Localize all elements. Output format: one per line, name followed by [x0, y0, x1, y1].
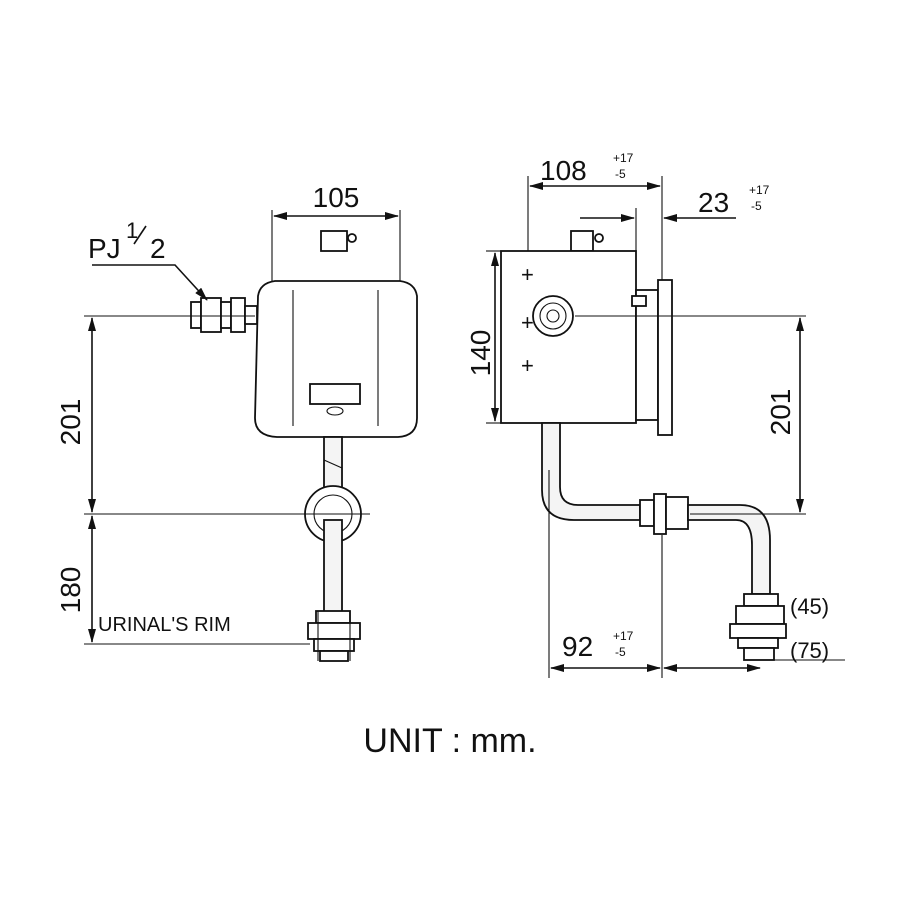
front-inlet-fitting [190, 297, 258, 333]
front-outlet-pipe-lower [323, 519, 343, 613]
side-depth-tol-plus: +17 [613, 151, 634, 165]
side-rear-pipe [687, 504, 771, 595]
front-spud-nut [315, 610, 351, 624]
side-flange-tol-minus: -5 [751, 199, 762, 213]
side-wall-fitting [639, 499, 655, 527]
side-flange-dimension: 23 +17 -5 [580, 183, 770, 252]
front-sensor-window [309, 383, 361, 405]
side-inlet-port [532, 295, 574, 337]
front-view: 105 PJ 1 2 [55, 182, 418, 662]
side-housing [500, 250, 637, 424]
side-height-label: 201 [765, 389, 796, 436]
svg-text:+: + [521, 262, 534, 287]
rim-height-label: 180 [55, 567, 86, 614]
inlet-label-frac-num: 1 [126, 218, 138, 243]
front-width-dimension: 105 [271, 182, 401, 282]
front-housing [254, 280, 418, 438]
side-outlet-pipe [541, 422, 641, 521]
side-view: 108 +17 -5 23 +17 -5 + + + [465, 151, 845, 678]
inlet-leader-line [92, 264, 208, 301]
front-height-label: 201 [55, 399, 86, 446]
front-width-label: 105 [313, 182, 360, 213]
svg-text:+: + [521, 353, 534, 378]
side-flange-label: 23 [698, 187, 729, 218]
side-offset-lower-label: (75) [790, 638, 829, 663]
side-depth-label: 108 [540, 155, 587, 186]
urinal-rim-label: URINAL'S RIM [98, 614, 231, 636]
side-depth-tol-minus: -5 [615, 167, 626, 181]
inlet-label-frac-den: 2 [150, 233, 166, 264]
side-spud-nut [743, 593, 779, 607]
front-top-valve [320, 230, 348, 252]
side-base-label: 92 [562, 631, 593, 662]
side-depth-dimension: 108 +17 -5 [527, 151, 663, 282]
side-base-tol-minus: -5 [615, 645, 626, 659]
unit-label: UNIT : mm. [363, 722, 536, 760]
svg-text:+: + [521, 310, 534, 335]
side-base-tol-plus: +17 [613, 629, 634, 643]
side-top-valve [570, 230, 594, 252]
side-back-plate [635, 289, 659, 421]
side-offset-upper-label: (45) [790, 594, 829, 619]
side-box-height-label: 140 [465, 330, 496, 377]
inlet-label-pj: PJ [88, 233, 121, 264]
side-flange-tol-plus: +17 [749, 183, 770, 197]
